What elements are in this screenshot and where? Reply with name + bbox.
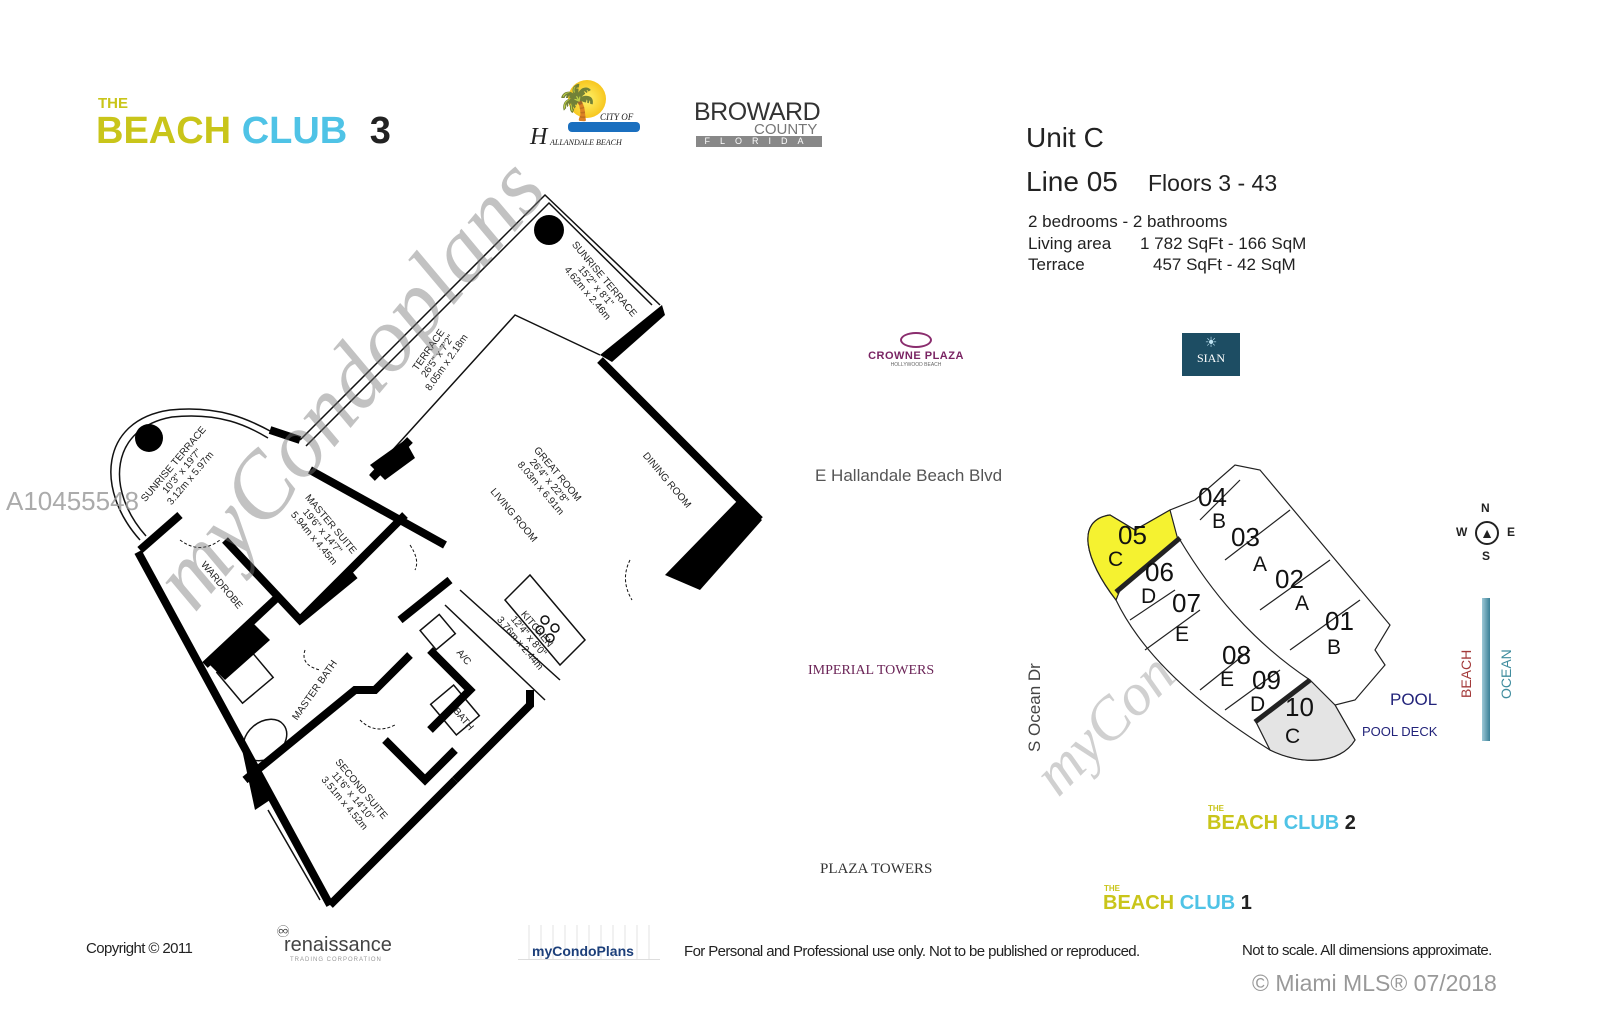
usage-notice: For Personal and Professional use only. … bbox=[684, 943, 1140, 960]
floor-plan-thin-walls bbox=[110, 193, 661, 901]
sun-icon bbox=[568, 80, 606, 118]
renaissance-icon: ♾ bbox=[276, 924, 291, 941]
broward-label: BROWARD bbox=[694, 98, 821, 126]
sian-logo: ☀ SIAN bbox=[1182, 333, 1240, 376]
copyright: Copyright © 2011 bbox=[86, 940, 193, 957]
city-of-label: CITY OF bbox=[600, 112, 634, 122]
unit-09-type: D bbox=[1250, 693, 1266, 716]
unit-05[interactable]: 05 bbox=[1118, 520, 1147, 550]
florida-label: FLORIDA bbox=[696, 136, 822, 147]
ocean-label: OCEAN bbox=[1498, 649, 1514, 699]
bc2-beach: BEACH bbox=[1207, 812, 1279, 834]
bc1-number: 1 bbox=[1240, 892, 1252, 914]
floors-label: Floors 3 - 43 bbox=[1148, 170, 1278, 196]
unit-06-type: D bbox=[1141, 585, 1157, 608]
mycondoplans-name: myCondoPlans bbox=[532, 943, 634, 959]
city-of-hallandale-logo: 🌴 CITY OF H ALLANDALE BEACH bbox=[528, 80, 643, 150]
beach-label: BEACH bbox=[1458, 649, 1474, 698]
logo-beach: BEACH bbox=[96, 110, 232, 152]
terrace-label: Terrace bbox=[1028, 255, 1085, 274]
beach-club-2-logo: BEACH CLUB 2 bbox=[1207, 812, 1356, 835]
unit-09[interactable]: 09 bbox=[1252, 665, 1281, 695]
plaza-towers-label: PLAZA TOWERS bbox=[820, 861, 933, 877]
unit-08-type: E bbox=[1220, 668, 1235, 691]
county-label: COUNTY bbox=[754, 121, 818, 138]
crowne-plaza-icon bbox=[900, 332, 932, 348]
waves-icon bbox=[568, 122, 640, 132]
unit-04-type: B bbox=[1212, 510, 1227, 533]
street-e-hallandale: E Hallandale Beach Blvd bbox=[815, 466, 1003, 485]
ocean-bar bbox=[1482, 598, 1490, 741]
line-label: Line 05 bbox=[1026, 166, 1118, 197]
city-name: ALLANDALE BEACH bbox=[550, 138, 622, 147]
beach-club-3-logo: BEACH CLUB 3 bbox=[96, 110, 391, 153]
unit-05-highlight[interactable] bbox=[1087, 509, 1179, 602]
beach-club-3-logo-the: THE bbox=[98, 95, 128, 112]
door-swings bbox=[179, 539, 633, 730]
renaissance-name: renaissance bbox=[284, 934, 392, 956]
structural-wall bbox=[600, 305, 665, 362]
beach-club-2-the: THE bbox=[1208, 804, 1224, 813]
mls-copyright: © Miami MLS® 07/2018 bbox=[1252, 970, 1497, 996]
scale-notice: Not to scale. All dimensions approximate… bbox=[1242, 942, 1492, 959]
unit-07-type: E bbox=[1175, 623, 1190, 646]
structural-column bbox=[665, 500, 762, 590]
living-area-value: 1 782 SqFt - 166 SqM bbox=[1140, 234, 1307, 253]
unit-10-type: C bbox=[1285, 725, 1301, 748]
logo-number: 3 bbox=[369, 110, 391, 152]
sian-name: SIAN bbox=[1196, 351, 1225, 365]
unit-01-type: B bbox=[1327, 636, 1342, 659]
crowne-plaza-sub: HOLLYWOOD BEACH bbox=[890, 362, 942, 368]
bc2-club: CLUB bbox=[1283, 812, 1340, 834]
unit-divider bbox=[1253, 678, 1312, 724]
unit-02[interactable]: 02 bbox=[1275, 564, 1304, 594]
bc2-number: 2 bbox=[1344, 812, 1356, 834]
terrace-value: 457 SqFt - 42 SqM bbox=[1153, 255, 1296, 274]
beach-club-1-logo: BEACH CLUB 1 bbox=[1103, 892, 1252, 915]
column-icon bbox=[534, 215, 564, 245]
unit-10-shade[interactable] bbox=[1254, 679, 1356, 761]
structural-wall bbox=[370, 440, 415, 480]
structural-wall bbox=[205, 620, 270, 680]
unit-10[interactable]: 10 bbox=[1285, 692, 1314, 722]
crowne-plaza-logo: CROWNE PLAZA HOLLYWOOD BEACH bbox=[868, 332, 964, 368]
mycondoplans-logo: myCondoPlans bbox=[518, 925, 660, 960]
compass-w: W bbox=[1456, 525, 1468, 539]
unit-08[interactable]: 08 bbox=[1222, 640, 1251, 670]
column-icon bbox=[135, 424, 163, 452]
logo-club: CLUB bbox=[241, 110, 348, 152]
compass-s: S bbox=[1482, 549, 1491, 563]
unit-07[interactable]: 07 bbox=[1172, 588, 1201, 618]
unit-04[interactable]: 04 bbox=[1198, 482, 1227, 512]
unit-01[interactable]: 01 bbox=[1325, 606, 1354, 636]
pool-label: POOL bbox=[1390, 690, 1438, 709]
unit-divider bbox=[1114, 536, 1182, 594]
unit-03[interactable]: 03 bbox=[1231, 522, 1260, 552]
sun-rays-icon: ☀ bbox=[1204, 334, 1218, 350]
crowne-plaza-name: CROWNE PLAZA bbox=[868, 350, 964, 362]
renaissance-logo: ♾ renaissance TRADING CORPORATION bbox=[276, 922, 392, 963]
beach-club-1-the: THE bbox=[1104, 884, 1120, 893]
structural-wall bbox=[240, 740, 270, 810]
pool-deck-label: POOL DECK bbox=[1362, 724, 1438, 739]
compass-icon: ▲ bbox=[1475, 521, 1499, 545]
renaissance-sub: TRADING CORPORATION bbox=[290, 957, 382, 963]
palm-tree-icon: 🌴 bbox=[556, 84, 599, 122]
imperial-towers-label: IMPERIAL TOWERS bbox=[808, 663, 935, 678]
bc1-beach: BEACH bbox=[1103, 892, 1175, 914]
city-initial: H bbox=[530, 124, 548, 150]
unit-title: Unit C bbox=[1026, 122, 1104, 153]
unit-02-type: A bbox=[1295, 592, 1310, 615]
mls-id: A10455548 bbox=[6, 486, 140, 516]
living-area-label: Living area bbox=[1028, 234, 1112, 253]
compass-n: N bbox=[1481, 501, 1490, 515]
bc1-club: CLUB bbox=[1179, 892, 1236, 914]
unit-03-type: A bbox=[1253, 553, 1268, 576]
compass-e: E bbox=[1507, 525, 1516, 539]
broward-county-logo: BROWARD COUNTY FLORIDA bbox=[694, 98, 824, 148]
unit-06[interactable]: 06 bbox=[1145, 557, 1174, 587]
unit-05-type: C bbox=[1108, 548, 1124, 571]
rooms-label: 2 bedrooms - 2 bathrooms bbox=[1028, 212, 1228, 231]
